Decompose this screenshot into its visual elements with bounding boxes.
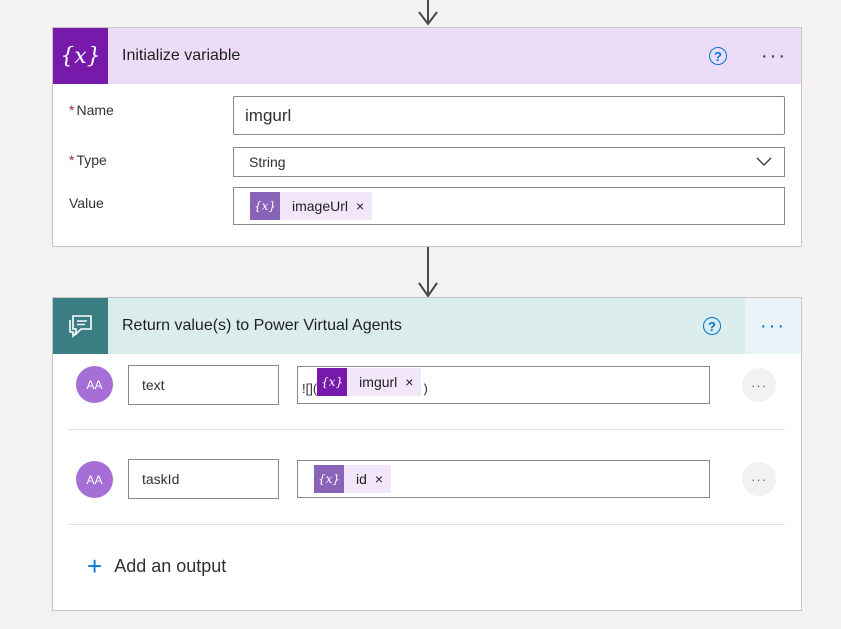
value-prefix: ![](: [302, 380, 318, 396]
token-label: id: [356, 471, 367, 487]
required-marker: *: [69, 152, 75, 168]
more-options-icon[interactable]: ···: [760, 315, 786, 337]
value-input[interactable]: {𝑥} imageUrl ×: [233, 187, 785, 225]
token-label: imgurl: [359, 374, 398, 390]
variable-icon: {𝑥}: [250, 192, 280, 220]
value-suffix: ): [423, 380, 428, 396]
required-marker: *: [69, 102, 75, 118]
name-value: imgurl: [245, 105, 292, 125]
type-value: String: [249, 154, 286, 170]
remove-token-icon[interactable]: ×: [374, 471, 384, 487]
text-type-icon: AA: [76, 366, 113, 403]
card-header[interactable]: Return value(s) to Power Virtual Agents …: [53, 298, 801, 354]
token-label: imageUrl: [292, 198, 349, 214]
row-more-button[interactable]: ···: [742, 462, 776, 496]
card-title: Initialize variable: [122, 47, 241, 64]
name-label: *Name: [69, 102, 114, 118]
arrow-down-icon: [418, 282, 438, 298]
output-value-input[interactable]: ![]( {x} imgurl × ): [297, 366, 710, 404]
output-name-input[interactable]: text: [128, 365, 279, 405]
help-icon[interactable]: ?: [703, 317, 721, 335]
chevron-down-icon: [756, 157, 772, 166]
card-title: Return value(s) to Power Virtual Agents: [122, 317, 402, 334]
plus-icon: +: [87, 551, 103, 581]
output-name-input[interactable]: taskId: [128, 459, 279, 499]
connector-arrow-top: [416, 0, 440, 28]
help-icon[interactable]: ?: [709, 47, 728, 65]
row-divider: [69, 429, 785, 430]
name-input[interactable]: imgurl: [233, 96, 785, 135]
connector-arrow-middle: [416, 247, 440, 299]
remove-token-icon[interactable]: ×: [356, 198, 365, 214]
more-options-icon[interactable]: ···: [761, 45, 787, 67]
chat-bubble-icon: [53, 298, 108, 354]
dynamic-content-token[interactable]: {x} id ×: [314, 465, 392, 493]
initialize-variable-card: {x} Initialize variable ? ··· *Name imgu…: [52, 27, 802, 247]
text-type-icon: AA: [76, 461, 113, 498]
more-options-area[interactable]: ···: [745, 298, 801, 354]
dynamic-content-token[interactable]: {𝑥} imageUrl ×: [250, 192, 373, 220]
variable-icon: {x}: [53, 28, 108, 84]
row-more-button[interactable]: ···: [742, 368, 776, 402]
return-values-card: Return value(s) to Power Virtual Agents …: [52, 297, 802, 611]
dynamic-content-token[interactable]: {x} imgurl ×: [317, 368, 422, 396]
card-header[interactable]: {x} Initialize variable ? ···: [53, 28, 801, 84]
variable-icon: {x}: [317, 368, 348, 396]
row-divider: [69, 524, 785, 525]
add-output-label: Add an output: [114, 555, 227, 576]
type-label: *Type: [69, 152, 107, 168]
arrow-down-icon: [418, 11, 438, 26]
type-select[interactable]: String: [233, 147, 785, 177]
value-label: Value: [69, 195, 104, 211]
add-output-button[interactable]: + Add an output: [87, 553, 226, 579]
output-value-input[interactable]: {x} id ×: [297, 460, 710, 498]
remove-token-icon[interactable]: ×: [405, 374, 414, 390]
variable-icon: {x}: [314, 465, 344, 493]
